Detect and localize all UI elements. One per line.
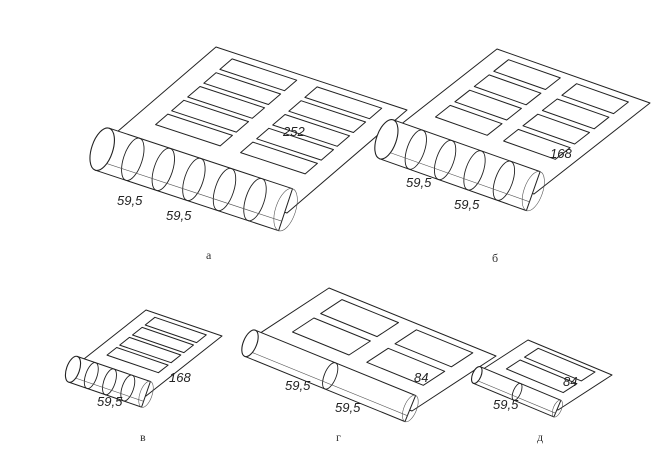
grid-cell (155, 113, 233, 147)
roll-far-end (521, 171, 545, 212)
roll-seam (511, 382, 523, 401)
grid-cell (366, 347, 446, 386)
roll-seam (121, 137, 145, 181)
figure-d-width-label: 59,5 (493, 397, 519, 412)
figure-b-caption: б (492, 251, 498, 265)
roll-seam (463, 150, 486, 191)
grid-cell (240, 141, 318, 175)
figure-d-length-label: 84 (563, 374, 577, 389)
roll-highlight (382, 149, 530, 203)
roll-highlight (474, 379, 556, 414)
grid-cell (320, 299, 399, 338)
figure-v-length-label: 168 (169, 370, 191, 385)
figure-b-drawing (374, 48, 651, 212)
figure-a-drawing (89, 46, 408, 232)
roll-far-end (402, 394, 419, 423)
grid-cell (541, 98, 610, 130)
figure-d: 59,5 84 д (470, 339, 613, 444)
roll-near-end (241, 329, 259, 358)
figure-g-width-label-1: 59,5 (285, 378, 311, 393)
roll-seam (404, 129, 427, 170)
figure-a-width-label-2: 59,5 (166, 208, 192, 223)
figure-d-drawing (470, 339, 613, 418)
grid-cell (473, 74, 542, 106)
roll-far-end (273, 188, 298, 232)
figure-a-width-label-1: 59,5 (117, 193, 143, 208)
grid-cell (454, 89, 522, 121)
roll-highlight (70, 376, 144, 402)
figure-a-caption: а (206, 248, 212, 262)
roll-seam (120, 374, 136, 402)
figure-b-width-label-1: 59,5 (406, 175, 432, 190)
figure-b: 59,5 59,5 168 б (374, 48, 651, 265)
grid-cell (119, 336, 182, 364)
roll-seam (433, 139, 457, 181)
grid-cell (203, 72, 282, 105)
grid-cell (187, 86, 266, 119)
roll-near-end (374, 119, 399, 160)
roll-seam (182, 157, 206, 202)
figure-a-length-label: 252 (282, 124, 305, 139)
figure-v-caption: в (140, 430, 146, 444)
grid-cell (435, 104, 503, 136)
roll-near-end (470, 365, 483, 385)
grid-cell (292, 317, 371, 356)
figure-b-length-label: 168 (550, 146, 572, 161)
roll-highlight (246, 350, 408, 416)
roll-seam (243, 177, 267, 222)
grid-cell (493, 59, 561, 90)
figure-b-width-label-2: 59,5 (454, 197, 480, 212)
figure-g-caption: г (336, 430, 341, 444)
grid-cell (505, 359, 578, 394)
figure-v: 59,5 168 в (64, 309, 223, 444)
grid-cell (106, 347, 169, 374)
grid-cell (132, 326, 194, 354)
grid-cell (304, 86, 383, 120)
roll-far-end (551, 399, 563, 418)
figure-g-width-label-2: 59,5 (335, 400, 361, 415)
grid-cell (524, 347, 596, 382)
roll-highlight (98, 160, 282, 222)
grid-cell (219, 58, 298, 92)
figure-v-drawing (64, 309, 223, 408)
grid-cell (561, 83, 629, 115)
roll-seam (322, 362, 339, 390)
figure-v-width-label: 59,5 (97, 394, 123, 409)
grid-cell (144, 316, 207, 344)
roll-seam (151, 147, 175, 192)
grid-cell (522, 113, 590, 145)
figure-a: 59,5 59,5 252 а (89, 46, 408, 262)
roll-seam (83, 362, 99, 390)
grid-cell (503, 128, 571, 160)
roll-seam (102, 368, 117, 396)
figure-g-length-label: 84 (414, 370, 428, 385)
roll-far-end (138, 380, 154, 408)
grid-cell (272, 114, 351, 147)
figure-g: 59,5 59,5 84 г (241, 287, 497, 444)
roll-seam (492, 160, 516, 201)
figure-d-caption: д (537, 430, 543, 444)
grid-cell (288, 100, 367, 133)
grid-cell (256, 127, 334, 161)
figure-g-drawing (241, 287, 497, 423)
roll-near-end (64, 355, 82, 383)
grid-cell (171, 99, 249, 133)
roll-near-end (89, 127, 115, 171)
roll-seam (212, 167, 237, 212)
grid-cell (394, 329, 474, 368)
